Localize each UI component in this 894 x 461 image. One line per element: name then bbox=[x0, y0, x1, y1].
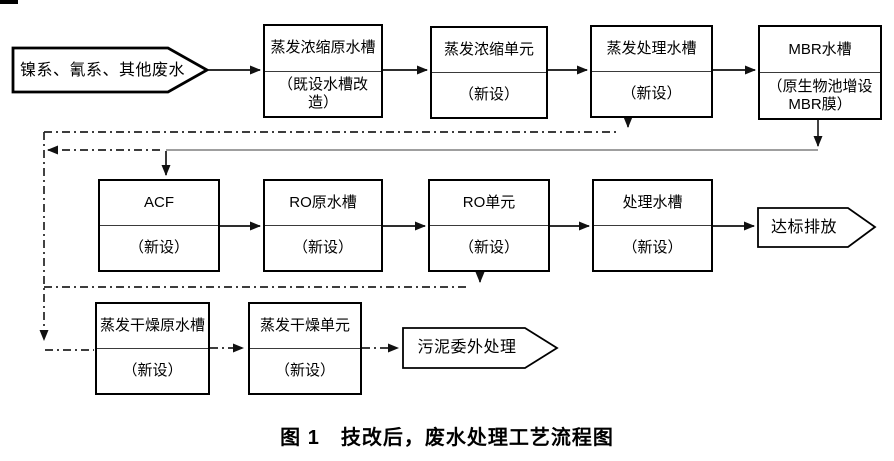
box-title: 处理水槽 bbox=[622, 194, 683, 212]
box-title: 蒸发浓缩原水槽 bbox=[270, 39, 376, 57]
page-edge-artifact bbox=[0, 0, 18, 4]
box-note-cell: （新设） bbox=[592, 72, 711, 116]
box-title: 蒸发处理水槽 bbox=[606, 40, 697, 58]
box-note: （新设） bbox=[292, 239, 353, 257]
box-title-cell: 蒸发浓缩单元 bbox=[432, 28, 546, 73]
box-note: （原生物池增设MBR膜） bbox=[767, 77, 873, 113]
discharge-pentagon-label: 达标排放 bbox=[770, 218, 837, 236]
box-note: （新设） bbox=[122, 362, 183, 380]
pentagon-shapes bbox=[11, 46, 877, 369]
box-note-cell: （新设） bbox=[594, 226, 711, 270]
box-note: （新设） bbox=[621, 85, 682, 103]
process-box-treated-water-tank: 处理水槽 （新设） bbox=[592, 179, 713, 272]
dashdot-sludge-lines bbox=[39, 131, 617, 353]
box-note: （既设水槽改造） bbox=[277, 76, 368, 111]
sludge-pentagon-shape bbox=[402, 327, 559, 369]
box-note-cell: （新设） bbox=[250, 349, 360, 393]
box-title-cell: 蒸发浓缩原水槽 bbox=[265, 26, 381, 72]
box-title-cell: ACF bbox=[100, 181, 218, 226]
box-title: RO原水槽 bbox=[289, 194, 357, 212]
process-box-evap-drying-raw-tank: 蒸发干燥原水槽 （新设） bbox=[95, 302, 210, 395]
box-title: MBR水槽 bbox=[788, 40, 852, 58]
box-note-cell: （既设水槽改造） bbox=[265, 72, 381, 117]
box-title-cell: RO单元 bbox=[430, 181, 548, 226]
process-box-mbr-tank: MBR水槽 （原生物池增设MBR膜） bbox=[758, 25, 882, 120]
box-note: （新设） bbox=[622, 239, 683, 257]
sludge-pentagon-label: 污泥委外处理 bbox=[417, 339, 517, 357]
box-note-cell: （新设） bbox=[100, 226, 218, 270]
box-note-cell: （新设） bbox=[432, 73, 546, 117]
box-title-cell: MBR水槽 bbox=[760, 27, 880, 73]
process-box-evap-treated-water-tank: 蒸发处理水槽 （新设） bbox=[590, 25, 713, 118]
box-title: 蒸发干燥原水槽 bbox=[100, 317, 206, 335]
process-box-ro-unit: RO单元 （新设） bbox=[428, 179, 550, 272]
box-note: （新设） bbox=[128, 239, 189, 257]
box-title-cell: 蒸发干燥原水槽 bbox=[97, 304, 208, 349]
box-note-cell: （新设） bbox=[97, 349, 208, 393]
process-box-evap-concentrate-unit: 蒸发浓缩单元 （新设） bbox=[430, 26, 548, 119]
process-box-evap-concentrate-raw-tank: 蒸发浓缩原水槽 （既设水槽改造） bbox=[263, 24, 383, 118]
box-title: 蒸发浓缩单元 bbox=[443, 41, 534, 59]
figure-caption: 图 1 技改后，废水处理工艺流程图 bbox=[280, 427, 614, 449]
box-note: （新设） bbox=[458, 86, 519, 104]
process-box-acf: ACF （新设） bbox=[98, 179, 220, 272]
box-title-cell: 蒸发干燥单元 bbox=[250, 304, 360, 349]
box-title: RO单元 bbox=[462, 194, 516, 212]
process-box-ro-raw-tank: RO原水槽 （新设） bbox=[263, 179, 383, 272]
box-title-cell: 处理水槽 bbox=[594, 181, 711, 226]
drop-stubs bbox=[475, 117, 633, 283]
source-pentagon-label: 镍系、氰系、其他废水 bbox=[19, 61, 185, 79]
box-note: （新设） bbox=[274, 362, 335, 380]
discharge-pentagon-shape bbox=[757, 207, 877, 248]
mbr-to-acf-line bbox=[161, 120, 823, 176]
box-title-cell: 蒸发处理水槽 bbox=[592, 27, 711, 72]
solid-flow-arrows bbox=[208, 65, 756, 231]
process-box-evap-drying-unit: 蒸发干燥单元 （新设） bbox=[248, 302, 362, 395]
box-title-cell: RO原水槽 bbox=[265, 181, 381, 226]
box-title: 蒸发干燥单元 bbox=[259, 317, 350, 335]
box-note-cell: （新设） bbox=[430, 226, 548, 270]
box-note: （新设） bbox=[458, 239, 519, 257]
box-title: ACF bbox=[144, 194, 174, 212]
box-note-cell: （新设） bbox=[265, 226, 381, 270]
box-note-cell: （原生物池增设MBR膜） bbox=[760, 73, 880, 118]
source-pentagon-shape bbox=[11, 46, 210, 94]
